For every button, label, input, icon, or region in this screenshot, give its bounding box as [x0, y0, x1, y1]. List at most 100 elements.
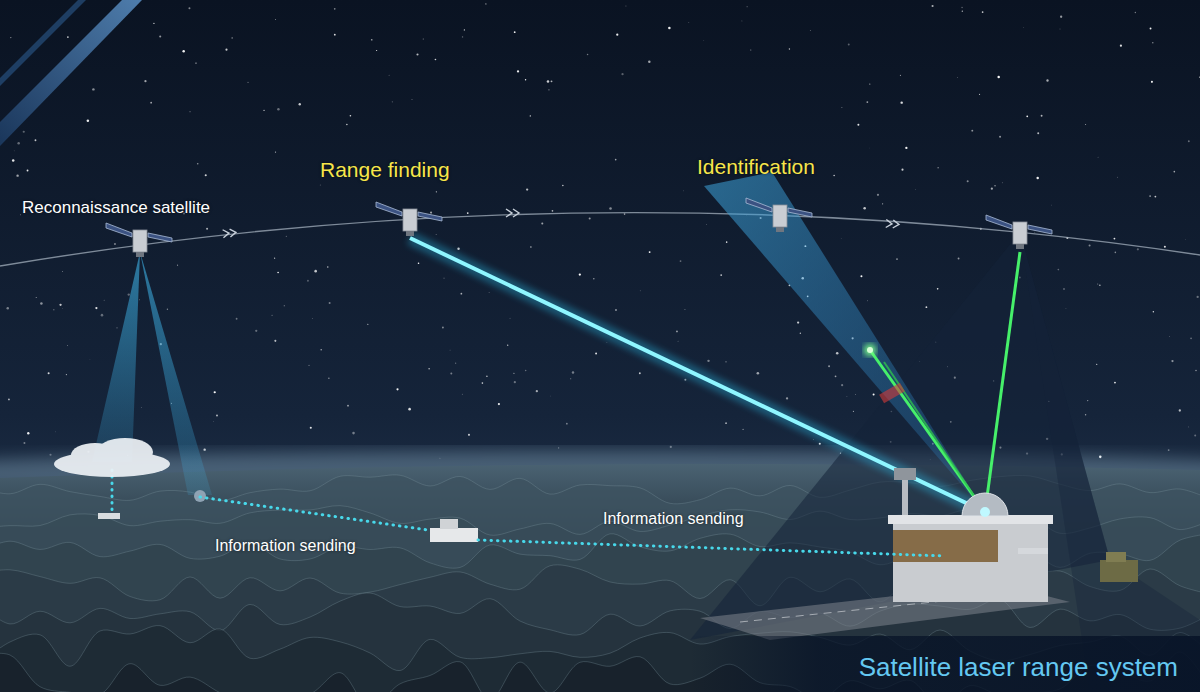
star [167, 309, 168, 310]
star [680, 260, 682, 262]
star [20, 214, 22, 216]
star [464, 29, 465, 30]
solar-panel [986, 215, 1012, 229]
star [1034, 231, 1036, 233]
target-dot [867, 347, 873, 353]
star [1152, 42, 1153, 43]
star [1023, 26, 1025, 28]
star [957, 76, 959, 78]
star [1135, 12, 1136, 13]
satellite-sensor [776, 227, 784, 232]
star [720, 274, 722, 276]
star [1168, 336, 1170, 338]
star [213, 421, 215, 423]
star [23, 442, 25, 444]
solar-panel [376, 202, 402, 216]
star [225, 49, 227, 51]
star [915, 189, 917, 191]
star [621, 73, 623, 75]
star [570, 378, 571, 379]
star [639, 290, 641, 292]
star [66, 374, 67, 375]
star [92, 88, 94, 90]
star [828, 365, 830, 367]
star [1036, 177, 1038, 179]
star [376, 50, 377, 51]
star [676, 330, 678, 332]
star [615, 309, 617, 311]
star [1096, 364, 1097, 365]
star [367, 324, 368, 325]
star [958, 257, 960, 259]
star [616, 34, 618, 36]
star [62, 271, 64, 273]
star [205, 174, 207, 176]
ridge [0, 506, 1200, 692]
star [589, 217, 591, 219]
green-laser [985, 252, 1020, 512]
annotation-label: Information sending [603, 510, 744, 528]
star [615, 159, 617, 161]
star [1151, 81, 1153, 83]
star [938, 167, 939, 168]
star [1046, 79, 1048, 81]
identification-cone [704, 172, 985, 512]
star [558, 447, 559, 448]
star [1063, 288, 1065, 290]
star [320, 349, 321, 350]
star [285, 235, 287, 237]
star [882, 203, 883, 204]
star [1026, 115, 1028, 117]
star [275, 151, 276, 152]
cloud [54, 438, 170, 477]
star [1114, 238, 1116, 240]
star [525, 79, 526, 80]
satellites [106, 198, 1052, 257]
star [144, 80, 146, 82]
star [328, 377, 329, 378]
star [182, 50, 184, 52]
star [925, 306, 927, 308]
satellite-body [133, 230, 147, 252]
star [1137, 248, 1139, 250]
star [49, 454, 51, 456]
star [789, 48, 790, 49]
star [800, 333, 801, 334]
star [1041, 115, 1043, 117]
star [961, 7, 962, 8]
star [683, 190, 685, 192]
star [846, 396, 848, 398]
star [541, 222, 543, 224]
star [1001, 182, 1003, 184]
star [1185, 238, 1187, 240]
star [299, 103, 301, 105]
star [103, 299, 105, 301]
star [48, 372, 50, 374]
star [684, 309, 686, 311]
star [514, 31, 516, 33]
vehicle [1100, 560, 1138, 582]
star [462, 36, 463, 37]
star [1188, 140, 1190, 142]
star [937, 288, 939, 290]
star [247, 82, 248, 83]
star [1149, 195, 1151, 197]
star [1116, 176, 1118, 178]
solar-panel [1028, 225, 1052, 234]
star [277, 272, 279, 274]
star [255, 330, 257, 332]
star [1037, 132, 1039, 134]
star [848, 44, 850, 46]
star [35, 139, 37, 141]
coverage-panel [1020, 232, 1200, 692]
star [114, 243, 116, 245]
star [55, 431, 57, 433]
star [89, 359, 91, 361]
satellite [986, 215, 1052, 249]
star [982, 11, 984, 13]
star [1097, 283, 1098, 284]
star [624, 213, 626, 215]
corner-stripe [0, 0, 142, 146]
star [1188, 426, 1190, 428]
star [901, 169, 903, 171]
